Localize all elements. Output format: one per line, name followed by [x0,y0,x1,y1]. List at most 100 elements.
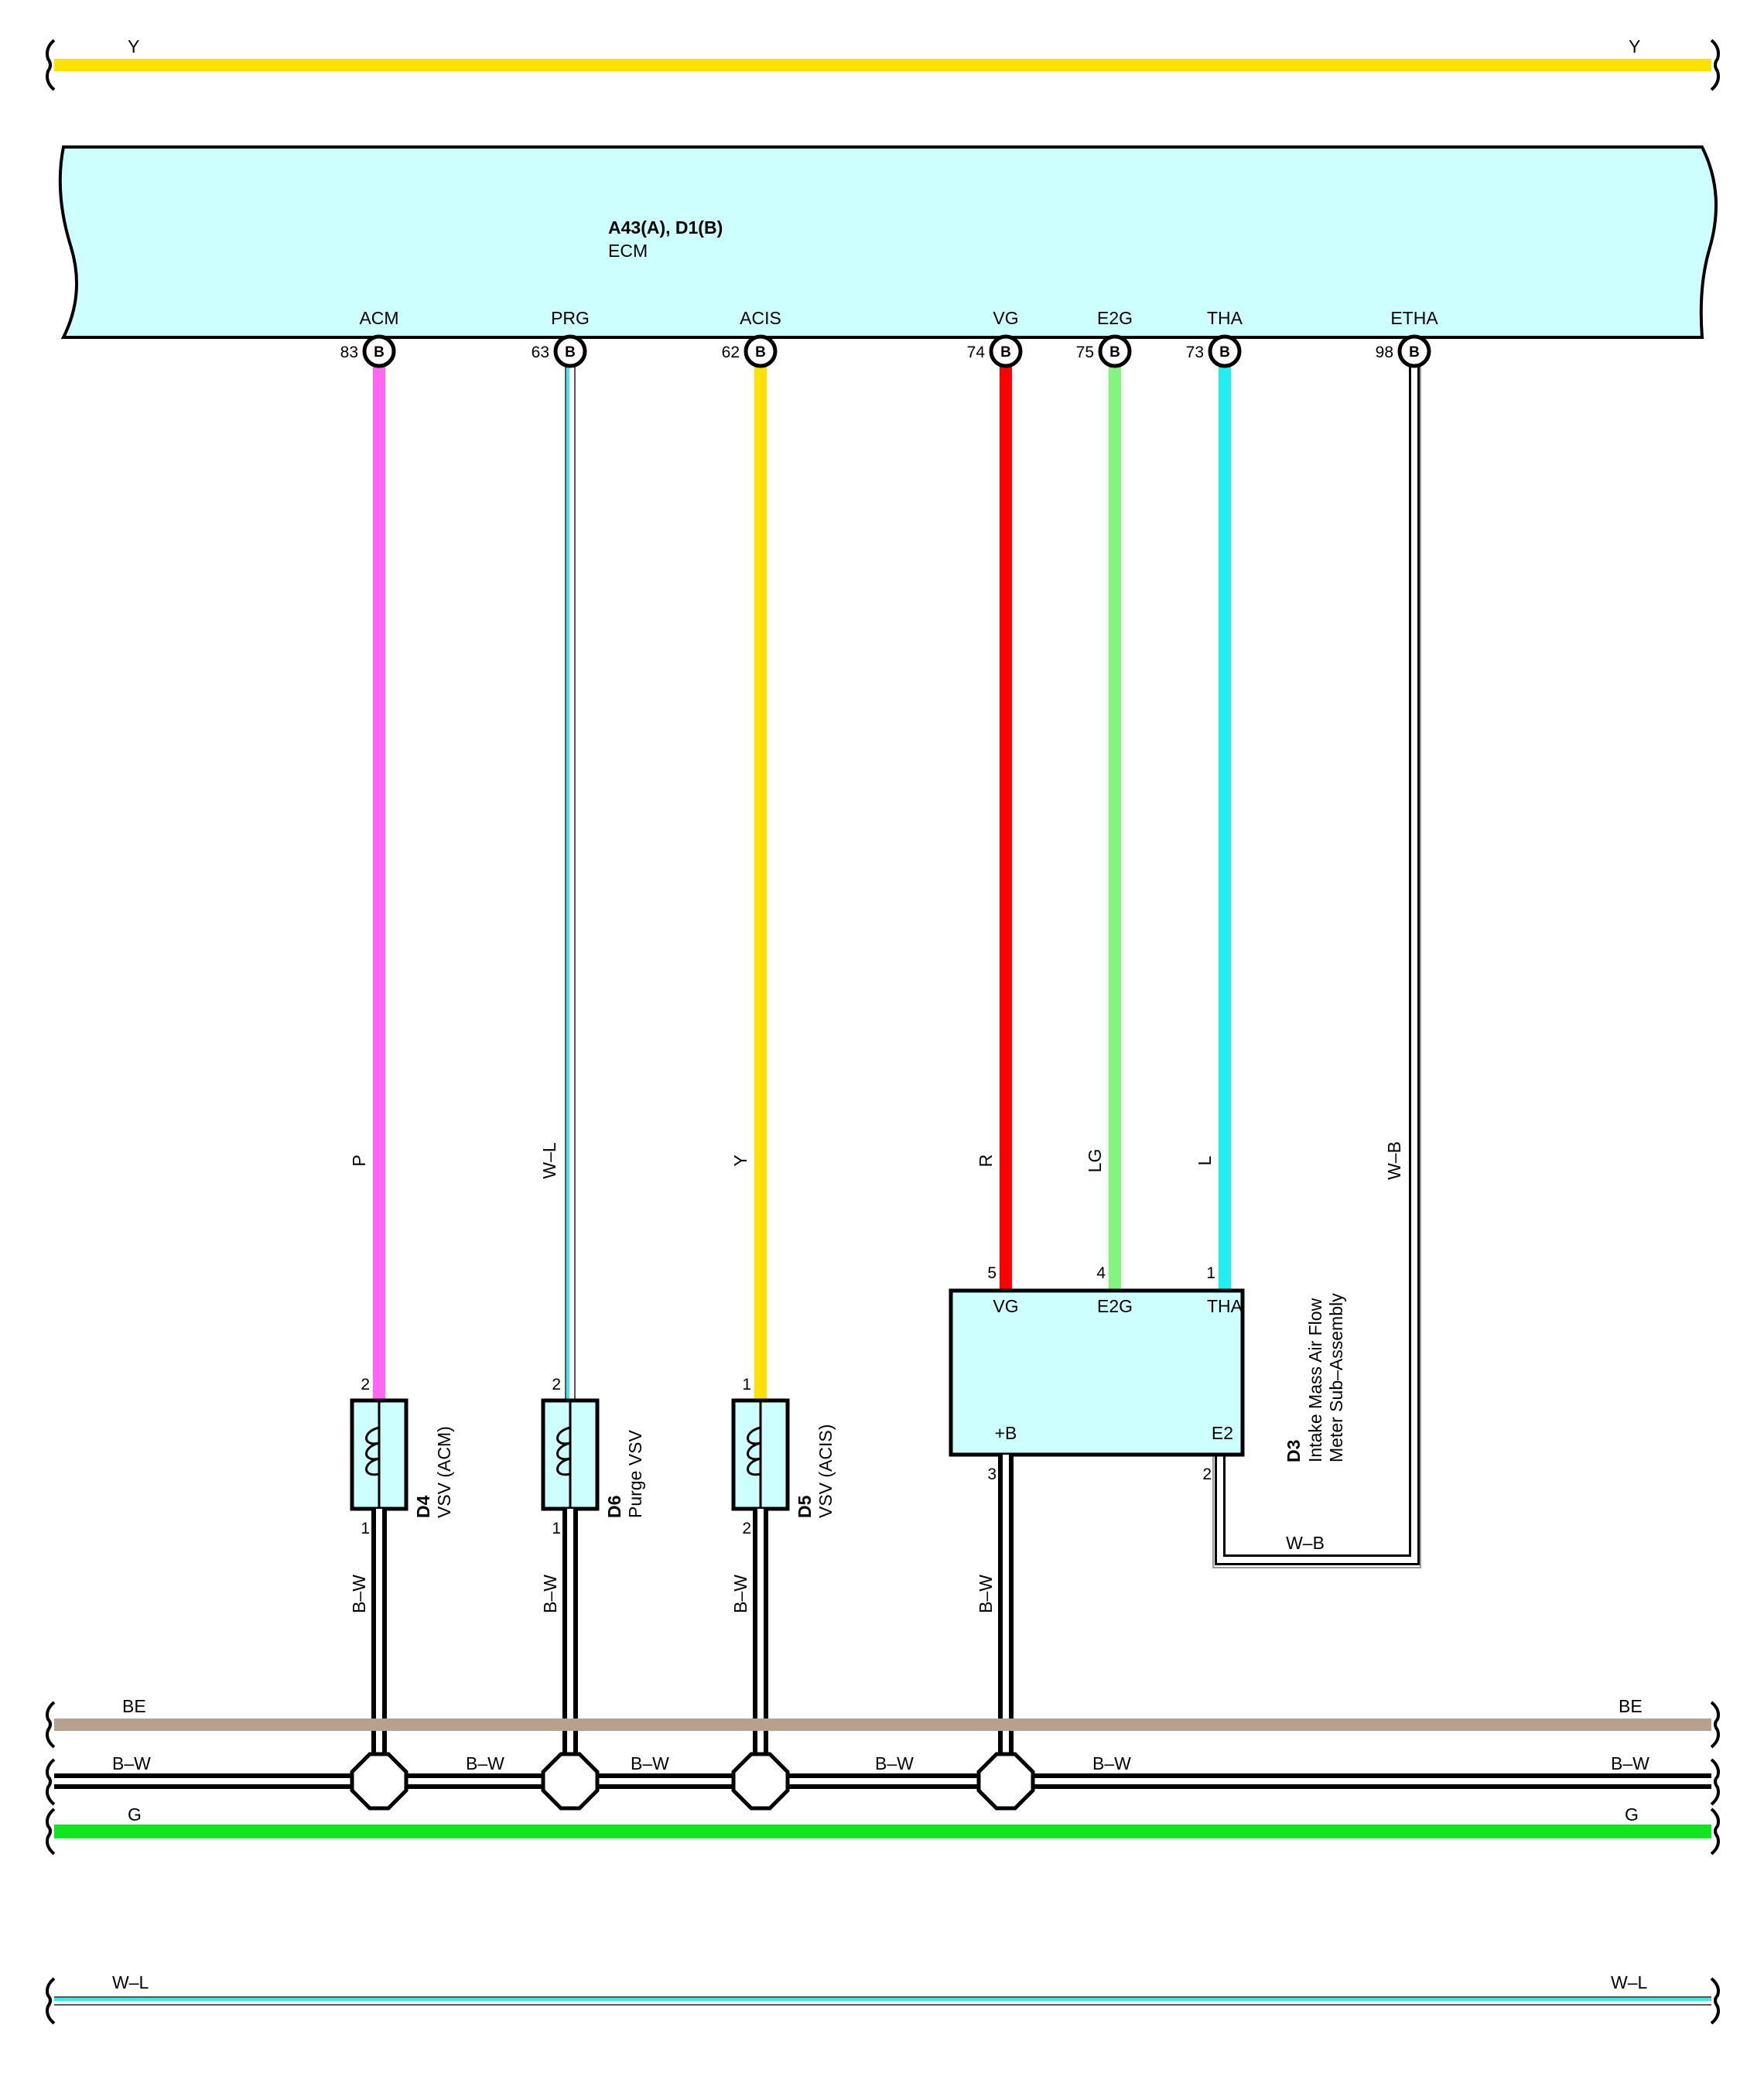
wire-y: Y [730,364,767,1400]
splice-points [350,1752,1035,1811]
splice-point-icon [541,1752,600,1811]
bus-b-w-label-5: B–W [1092,1753,1131,1773]
terminal-name-vg: VG [993,308,1018,328]
wire-label-y: Y [730,1154,750,1166]
terminal-pin-acm: 83 [340,344,358,361]
bus-w-l-label-left: W–L [112,1972,149,1992]
maf-pin-tha: 1 [1206,1264,1215,1282]
ground-label-d6: B–W [540,1575,560,1613]
maf-terminal-e2: E2 [1212,1423,1233,1443]
maf-name-line1: Intake Mass Air Flow [1305,1298,1325,1462]
terminal-name-tha: THA [1207,308,1243,328]
splice-point-icon [731,1752,790,1811]
maf-terminal-tha: THA [1207,1296,1243,1316]
maf-terminal-e2g: E2G [1097,1296,1133,1316]
maf-terminal-plus-b: +B [995,1423,1017,1443]
bus-b-w-label-6: B–W [1611,1753,1649,1773]
bus-b-w-label-1: B–W [112,1753,151,1773]
vsv-d5-pin-top: 1 [742,1376,751,1394]
terminal-conn-e2g: B [1109,344,1120,361]
terminal-conn-vg: B [1000,344,1011,361]
solenoid-coil-icon [365,1426,380,1476]
bus-y-label-left: Y [128,36,139,56]
bus-b-w: B–W B–W B–W B–W B–W B–W [46,1753,1720,1806]
vsv-d6: 2 1 D6 Purge VSV [541,1376,645,1537]
maf-pin-vg: 5 [987,1264,997,1282]
bus-g-label-left: G [128,1804,142,1825]
bus-b-w-label-4: B–W [875,1753,914,1773]
terminal-acm: B 83 [340,334,396,368]
terminal-pin-prg: 63 [532,344,549,361]
terminal-vg: B 74 [967,334,1023,368]
wire-label-w-b: W–B [1384,1141,1404,1180]
terminal-pin-vg: 74 [967,344,986,361]
maf-pin-e2: 2 [1202,1465,1212,1483]
maf-pin-plus-b: 3 [987,1465,997,1483]
terminal-tha: B 73 [1186,334,1242,368]
vsv-d4: 2 1 D4 VSV (ACM) [350,1376,454,1537]
terminal-name-prg: PRG [551,308,590,328]
wire-w-b: W–B W–B [1212,364,1421,1568]
wire-label-p: P [349,1154,369,1166]
terminal-name-etha: ETHA [1390,308,1438,328]
bus-be: BE BE [46,1696,1720,1749]
ecm-terminal-names: ACM PRG ACIS VG E2G THA ETHA [359,308,1438,328]
ground-label-maf: B–W [976,1575,996,1613]
bus-w-l-label-right: W–L [1611,1972,1648,1992]
terminal-conn-tha: B [1219,344,1230,361]
terminal-etha: B 98 [1376,334,1431,368]
wire-label-lg: LG [1085,1149,1105,1173]
bus-be-label-right: BE [1619,1696,1643,1716]
bus-y-label-right: Y [1629,36,1640,56]
ground-wires: B–W B–W B–W B–W [349,1455,1014,1780]
terminal-prg: B 63 [532,334,587,368]
bus-b-w-label-3: B–W [631,1753,669,1773]
vsv-d5-pin-bottom: 2 [742,1520,751,1537]
bus-be-label-left: BE [122,1696,146,1716]
terminal-name-e2g: E2G [1097,308,1133,328]
wire-label-w-l: W–L [539,1142,559,1179]
wire-l: L [1195,364,1231,1291]
bus-y-top: Y Y [46,36,1720,91]
wire-r: R [976,364,1012,1291]
ground-label-d5: B–W [730,1575,750,1613]
splice-point-icon [350,1752,409,1811]
terminal-e2g: B 75 [1076,334,1132,368]
vsv-d4-pin-top: 2 [361,1376,370,1394]
ecm-box: A43(A), D1(B) ECM [58,145,1718,339]
maf-id: D3 [1284,1440,1304,1462]
terminal-pin-tha: 73 [1186,344,1204,361]
vsv-d6-pin-top: 2 [552,1376,561,1394]
ecm-terminals: B 83 B 63 B 62 B 74 B 75 B 73 [340,334,1431,368]
terminal-conn-prg: B [565,344,576,361]
maf-pin-e2g: 4 [1096,1264,1106,1282]
wire-w-l: W–L [539,364,576,1400]
bus-g: G G [46,1804,1720,1855]
wire-label-r: R [976,1154,996,1168]
vsv-d5: 1 2 D5 VSV (ACIS) [731,1376,836,1537]
wire-label-l: L [1195,1155,1215,1165]
terminal-name-acis: ACIS [740,308,781,328]
vsv-d5-name: VSV (ACIS) [815,1424,836,1518]
maf-terminal-vg: VG [993,1296,1018,1316]
solenoid-coil-icon [556,1426,571,1476]
wire-p: P [349,364,385,1400]
vsv-d4-id: D4 [413,1495,433,1518]
vsv-d6-name: Purge VSV [625,1430,645,1518]
bus-g-label-right: G [1625,1804,1639,1825]
terminal-conn-acis: B [755,344,766,361]
splice-point-icon [976,1752,1035,1811]
maf-meter-d3: 5 4 1 VG E2G THA +B E2 3 2 D3 Intake Mas… [949,1264,1346,1483]
vsv-d6-id: D6 [604,1496,624,1518]
wire-lg: LG [1085,364,1121,1291]
bus-b-w-label-2: B–W [466,1753,504,1773]
terminal-pin-e2g: 75 [1076,344,1094,361]
maf-name-line2: Meter Sub–Assembly [1326,1293,1346,1462]
ecm-title: A43(A), D1(B) [608,217,723,238]
vsv-d5-id: D5 [795,1495,815,1518]
vsv-d4-pin-bottom: 1 [361,1520,370,1537]
terminal-pin-acis: 62 [722,344,740,361]
terminal-conn-etha: B [1409,344,1420,361]
terminal-pin-etha: 98 [1376,344,1393,361]
